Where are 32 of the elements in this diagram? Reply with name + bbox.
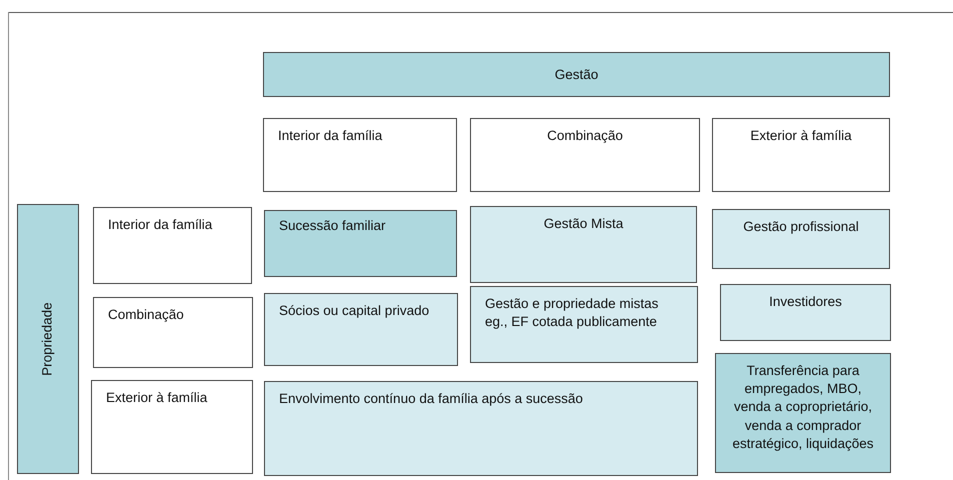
header-box — [93, 297, 253, 368]
header-box — [263, 118, 457, 192]
box-text: Gestão e propriedade mistas eg., EF cotada publicamente — [485, 295, 660, 332]
box-text: Interior da família — [108, 216, 214, 234]
box-text: Exterior à família — [106, 389, 208, 407]
box-text: Propriedade — [38, 302, 56, 376]
box-text: Gestão profissional — [742, 218, 860, 236]
header-box — [93, 207, 252, 284]
matrix-box — [470, 206, 697, 283]
axis-band — [17, 204, 79, 474]
matrix-box — [720, 284, 891, 341]
box-text: Gestão Mista — [542, 215, 624, 233]
highlight-box — [263, 52, 890, 97]
header-box — [91, 380, 253, 474]
matrix-box — [264, 381, 698, 476]
box-text: Investidores — [768, 293, 843, 311]
box-text: Combinação — [546, 127, 624, 145]
highlight-box — [715, 353, 891, 473]
box-text: Gestão — [554, 66, 600, 84]
header-box — [470, 118, 700, 192]
matrix-box — [712, 209, 890, 269]
matrix-box — [264, 293, 458, 366]
box-text: Combinação — [108, 306, 185, 324]
highlight-box — [264, 210, 457, 277]
box-text: Sócios ou capital privado — [279, 302, 430, 320]
box-text: Sucessão familiar — [279, 217, 387, 235]
box-text: Interior da família — [278, 127, 384, 145]
box-text: Transferência para empregados, MBO, venda a coproprietário, venda a comprador estratégico, liquidações — [731, 362, 875, 453]
box-text: Exterior à família — [749, 127, 853, 145]
box-text: Envolvimento contínuo da família após a sucessão — [279, 390, 584, 408]
matrix-box — [470, 286, 698, 363]
header-box — [712, 118, 890, 192]
